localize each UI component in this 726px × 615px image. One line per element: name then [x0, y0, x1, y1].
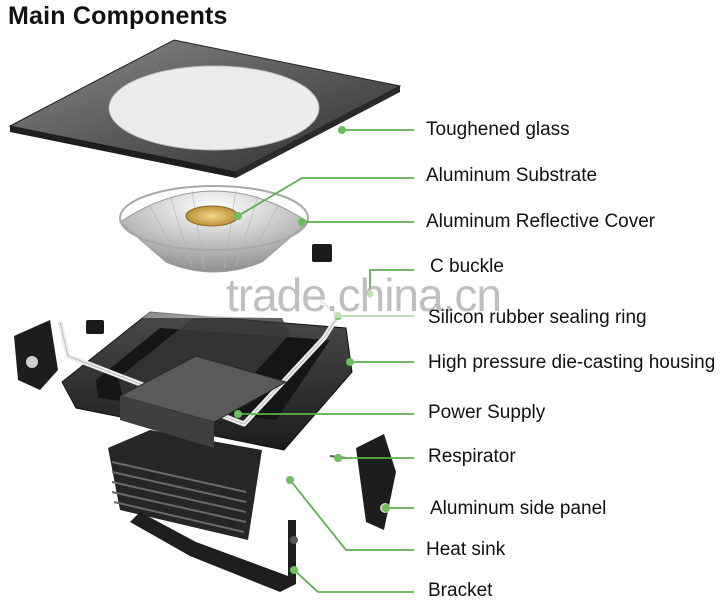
watermark-band	[0, 290, 726, 318]
label-aluminum-side-panel: Aluminum side panel	[430, 498, 607, 519]
label-c-buckle: C buckle	[430, 256, 504, 277]
leader-line-heat-sink	[289, 479, 414, 551]
page-title: Main Components	[8, 2, 228, 30]
heat-sink-part	[111, 461, 247, 533]
label-power-supply: Power Supply	[428, 402, 546, 423]
label-silicon-rubber-sealing-ring: Silicon rubber sealing ring	[428, 307, 647, 328]
watermark: trade.china.cn	[226, 269, 502, 321]
label-aluminum-substrate: Aluminum Substrate	[426, 165, 598, 186]
label-heat-sink: Heat sink	[426, 539, 506, 560]
left-side-panel-part	[14, 320, 58, 390]
power-supply-part	[118, 355, 288, 448]
bracket-part	[130, 512, 298, 592]
leader-line-bracket	[293, 569, 414, 593]
label-toughened-glass: Toughened glass	[426, 119, 570, 140]
leader-line-c-buckle	[369, 269, 414, 294]
label-aluminum-reflective-cover: Aluminum Reflective Cover	[426, 211, 656, 232]
right-side-panel-part	[356, 434, 396, 530]
c-buckle-part	[86, 244, 332, 334]
label-high-pressure-die-casting-housing: High pressure die-casting housing	[428, 352, 716, 373]
leader-line-aluminum-substrate	[237, 177, 414, 217]
reflective-cover-part	[119, 185, 309, 273]
label-bracket: Bracket	[428, 580, 493, 601]
label-respirator: Respirator	[428, 446, 516, 467]
toughened-glass-part	[8, 39, 402, 178]
